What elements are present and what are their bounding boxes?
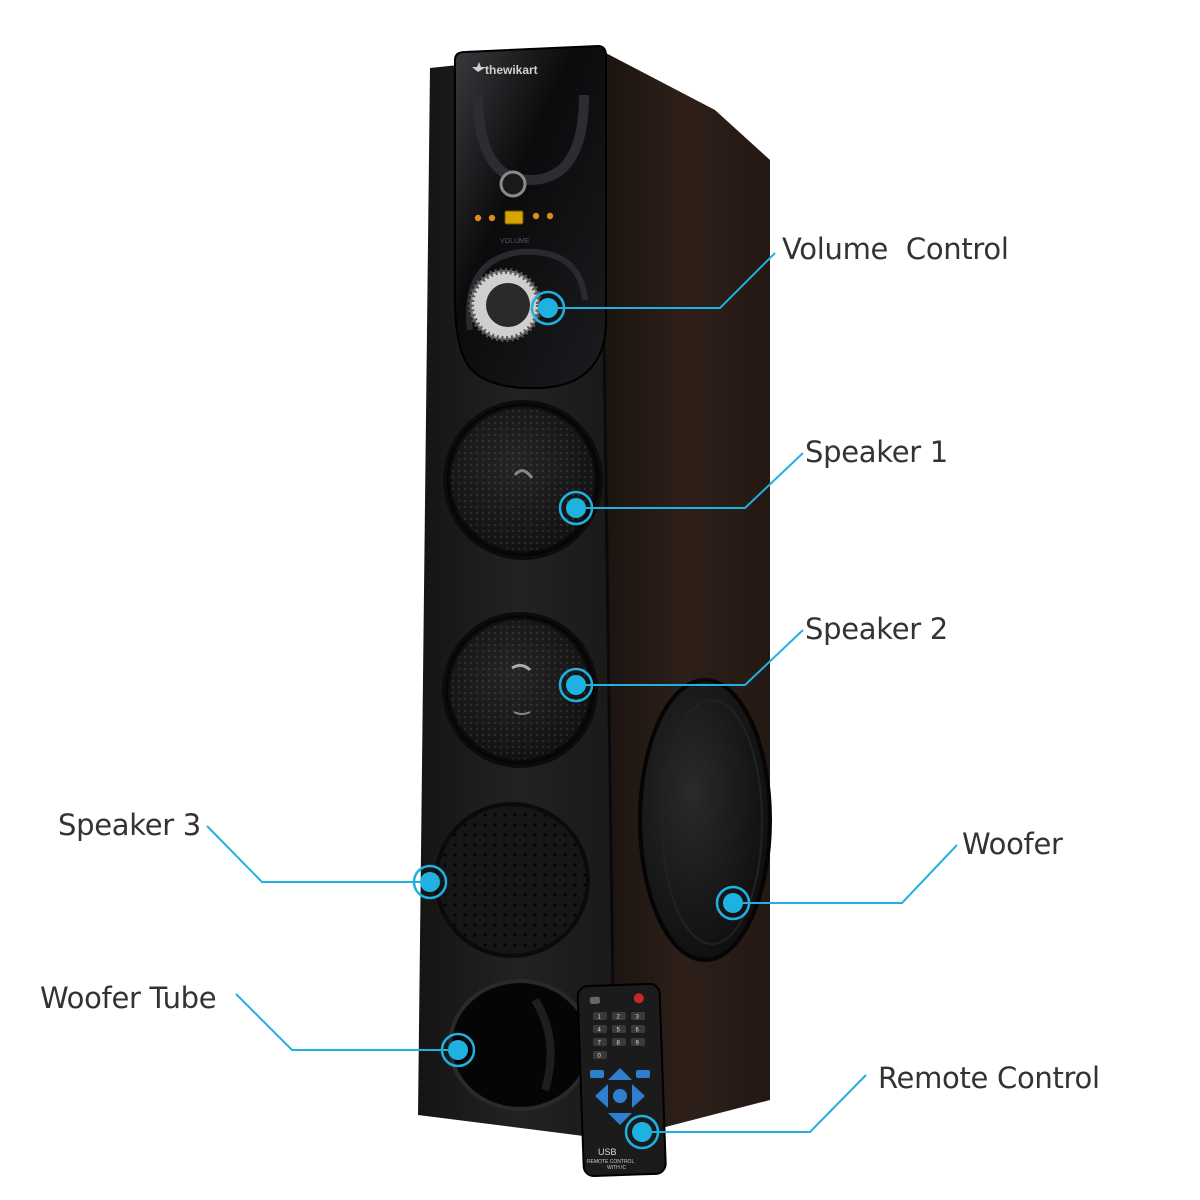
label-speaker-2: Speaker 2 [805,612,948,646]
label-woofer-tube: Woofer Tube [40,981,217,1015]
up-arrow-icon[interactable] [608,1068,632,1080]
remote-key-label: 4 [598,1028,602,1034]
remote-key-label: 8 [617,1041,621,1047]
volume-panel-label: VOLUME [500,238,530,245]
remote-key-9[interactable] [631,1038,645,1046]
woofer [638,678,772,962]
indicator-led [474,214,482,222]
remote-number-keys: 1 2 3 4 5 6 7 8 9 0 [593,1012,645,1060]
label-woofer: Woofer [962,827,1063,861]
remote-key-label: 5 [617,1028,621,1034]
right-arrow-icon[interactable] [632,1084,645,1108]
marker-speaker-2 [558,667,594,703]
marker-speaker-1 [558,490,594,526]
callout-line-volume-control [548,252,776,309]
callout-line-remote-control [642,1074,867,1133]
indicator-led [488,214,496,222]
remote-key-2[interactable] [612,1012,626,1020]
label-speaker-3: Speaker 3 [58,808,201,842]
marker-speaker-3 [412,864,448,900]
mode-button[interactable] [636,1070,650,1078]
brand-logo: thewikart [485,63,538,77]
remote-key-label: 1 [598,1015,602,1021]
speaker-1 [443,400,603,560]
speaker-2 [442,612,598,768]
input-knob[interactable] [499,170,527,198]
marker-woofer-tube [440,1032,476,1068]
remote-key-6[interactable] [631,1025,645,1033]
cabinet-side-panel [600,50,770,1140]
remote-key-0[interactable] [593,1051,607,1059]
remote-key-label: 3 [636,1015,640,1021]
usb-port[interactable] [504,210,524,225]
label-volume-control: Volume Control [782,232,1009,266]
menu-button[interactable] [590,1070,604,1078]
indicator-led [546,212,554,220]
callout-line-woofer-tube [235,993,458,1051]
remote-dpad[interactable] [590,1068,650,1125]
remote-key-label: 9 [636,1041,640,1047]
remote-key-label: 7 [598,1041,602,1047]
label-remote-control: Remote Control [878,1061,1100,1095]
callout-line-woofer [733,844,958,904]
remote-key-label: 0 [598,1054,602,1060]
callout-markers [412,290,751,1150]
marker-woofer [715,885,751,921]
marker-remote-control [624,1114,660,1150]
remote-key-8[interactable] [612,1038,626,1046]
ok-button[interactable] [613,1089,627,1103]
remote-key-7[interactable] [593,1038,607,1046]
indicator-led [532,212,540,220]
down-arrow-icon[interactable] [608,1113,632,1125]
label-speaker-1: Speaker 1 [805,435,948,469]
remote-key-5[interactable] [612,1025,626,1033]
remote-usb-label: USB [598,1147,617,1157]
left-arrow-icon[interactable] [595,1084,608,1108]
remote-key-4[interactable] [593,1025,607,1033]
remote-label-line1: REMOTE CONTROL [587,1159,634,1165]
remote-key-label: 6 [636,1028,640,1034]
remote-label-line2: WITH IC [607,1165,627,1171]
mute-button[interactable] [589,996,600,1004]
logo-icon [472,62,486,72]
remote-key-label: 2 [617,1015,621,1021]
callout-line-speaker-2 [576,629,804,686]
speaker-3 [434,802,590,958]
marker-volume-control [530,290,566,326]
volume-knob[interactable] [468,268,542,342]
power-icon[interactable] [633,993,644,1004]
remote-key-1[interactable] [593,1012,607,1020]
remote-key-3[interactable] [631,1012,645,1020]
woofer-tube [448,979,592,1111]
callout-line-speaker-1 [576,452,804,509]
callout-line-speaker-3 [206,825,430,883]
